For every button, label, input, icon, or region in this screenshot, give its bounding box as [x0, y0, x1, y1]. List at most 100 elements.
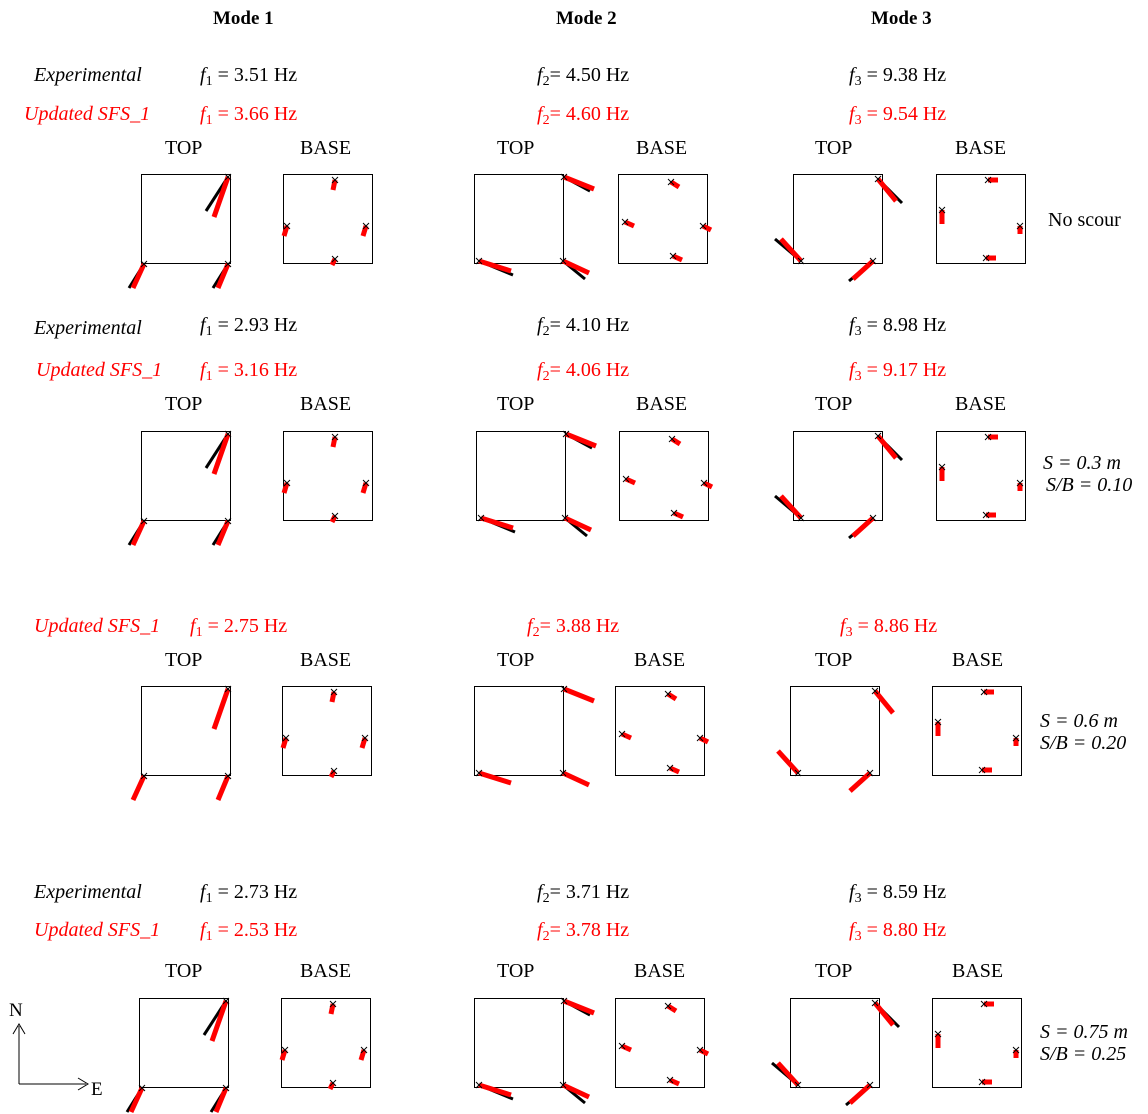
top-plan-box [141, 431, 231, 521]
node-marker [869, 514, 877, 522]
node-marker [224, 517, 232, 525]
node-marker [1016, 479, 1024, 487]
node-marker [984, 433, 992, 441]
base-plan-box [932, 998, 1022, 1088]
node-marker [224, 430, 232, 438]
updated-label: Updated SFS_1 [34, 919, 161, 941]
updated-vector [563, 686, 595, 704]
experimental-label: Experimental [34, 317, 142, 339]
updated-vector [776, 1061, 800, 1087]
node-marker [560, 997, 568, 1005]
top-plan-box [793, 431, 883, 521]
node-marker [666, 764, 674, 772]
node-marker [982, 254, 990, 262]
updated-vector [478, 258, 512, 274]
updated-vector [330, 179, 338, 191]
updated-vector [876, 434, 898, 460]
updated-vector [671, 253, 684, 263]
node-marker [984, 176, 992, 184]
top-plan-box [474, 686, 564, 776]
freq-exp-mode1: f1 = 2.73 Hz [200, 881, 298, 906]
node-marker [224, 772, 232, 780]
node-marker [222, 1084, 230, 1092]
top-plan-box [141, 174, 231, 264]
freq-upd-mode3: f3 = 9.17 Hz [849, 359, 947, 384]
node-marker [866, 769, 874, 777]
updated-vector [360, 482, 369, 494]
top-plan-box [790, 686, 880, 776]
freq-exp-mode3: f3 = 8.98 Hz [849, 314, 947, 339]
updated-vector [281, 482, 290, 494]
condition-label: S/B = 0.10 [1046, 474, 1133, 496]
updated-vector [851, 516, 875, 538]
header-mode-3: Mode 3 [871, 8, 932, 29]
updated-vector [130, 519, 147, 547]
node-marker [980, 688, 988, 696]
node-marker [934, 718, 942, 726]
updated-vector [328, 1003, 336, 1015]
top-plan-box [474, 174, 564, 264]
compass-arrows [12, 1023, 89, 1091]
condition-label: S = 0.3 m [1043, 452, 1121, 474]
base-plan-box [615, 998, 705, 1088]
top-plan-box [476, 431, 566, 521]
node-marker [140, 260, 148, 268]
node-marker [668, 435, 676, 443]
top-plan-box [474, 998, 564, 1088]
top-plan-box [790, 998, 880, 1088]
node-marker [871, 999, 879, 1007]
node-marker [1012, 734, 1020, 742]
node-marker [283, 479, 291, 487]
node-marker [696, 734, 704, 742]
base-plan-box [619, 431, 709, 521]
top-label: TOP [497, 393, 535, 415]
updated-vector [779, 494, 803, 520]
node-marker [477, 514, 485, 522]
header-mode-2: Mode 2 [556, 8, 617, 29]
node-marker [622, 475, 630, 483]
top-label: TOP [815, 137, 853, 159]
node-marker [362, 222, 370, 230]
node-marker [1016, 222, 1024, 230]
node-marker [140, 517, 148, 525]
updated-vector [668, 1077, 681, 1087]
node-marker [562, 430, 570, 438]
base-label: BASE [300, 649, 352, 671]
node-marker [138, 1084, 146, 1092]
top-label: TOP [165, 960, 203, 982]
node-marker [666, 1076, 674, 1084]
top-plan-box [793, 174, 883, 264]
node-marker [362, 479, 370, 487]
base-label: BASE [955, 137, 1007, 159]
node-marker [982, 511, 990, 519]
node-marker [224, 260, 232, 268]
updated-vector [672, 510, 685, 520]
updated-vector [776, 749, 800, 775]
top-label: TOP [815, 649, 853, 671]
base-plan-box [618, 174, 708, 264]
top-label: TOP [165, 393, 203, 415]
updated-vector [213, 1087, 229, 1113]
freq-exp-mode2: f2= 3.71 Hz [537, 881, 630, 906]
top-label: TOP [497, 137, 535, 159]
node-marker [978, 766, 986, 774]
top-label: TOP [497, 649, 535, 671]
node-marker [330, 767, 338, 775]
base-label: BASE [300, 137, 352, 159]
node-marker [475, 769, 483, 777]
updated-vector [563, 174, 595, 192]
node-marker [475, 257, 483, 265]
base-label: BASE [634, 649, 686, 671]
updated-vector [211, 433, 231, 475]
freq-upd-mode1: f1 = 2.53 Hz [200, 919, 298, 944]
node-marker [794, 1081, 802, 1089]
updated-vector [848, 1083, 872, 1105]
updated-vector [330, 436, 338, 448]
updated-vector [851, 259, 875, 281]
top-label: TOP [497, 960, 535, 982]
updated-vector [480, 515, 514, 531]
node-marker [700, 479, 708, 487]
node-marker [664, 690, 672, 698]
node-marker [934, 1030, 942, 1038]
